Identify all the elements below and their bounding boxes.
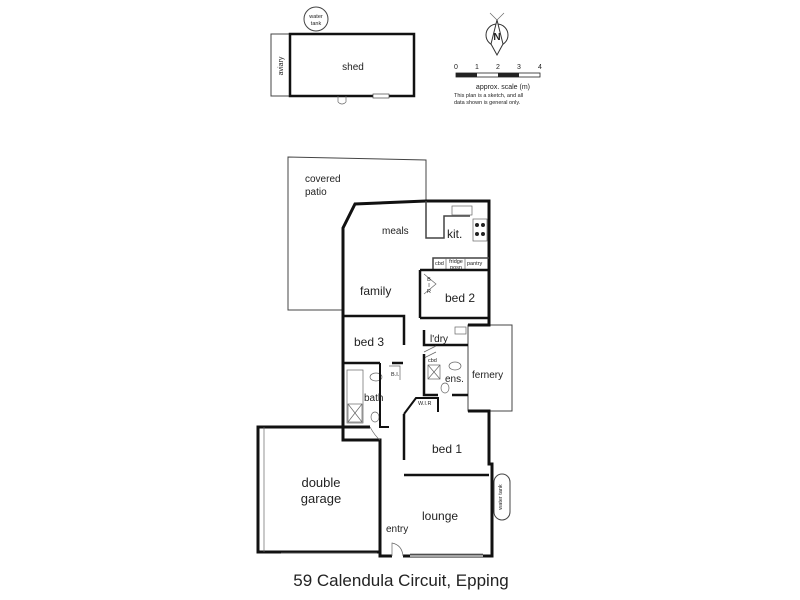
scale-tick-4: 4 (538, 64, 542, 71)
shed-window (372, 93, 390, 99)
fridge-label-2: posn (450, 265, 462, 271)
outbuildings: water tank aviary shed (270, 6, 416, 105)
scale-tick-2: 2 (496, 64, 500, 71)
bath-label: bath (364, 393, 383, 404)
entry-label: entry (386, 524, 408, 535)
bir-label-3: R (427, 289, 431, 295)
bir-label-1: B (427, 277, 431, 283)
internal-walls (343, 201, 489, 557)
water-tank-top-label-1: water (308, 14, 323, 20)
shed-outline (288, 32, 416, 98)
lounge-label: lounge (422, 509, 458, 523)
ensuite-label: ens. (445, 374, 464, 385)
north-arrow: N (485, 12, 509, 57)
bed1-label: bed 1 (432, 442, 462, 456)
garage-label-2: garage (301, 491, 341, 506)
entry-door (391, 542, 404, 557)
shed-label: shed (342, 62, 364, 73)
fernery-outline (467, 324, 513, 412)
bed2-label: bed 2 (445, 291, 475, 305)
water-tank-top-label-2: tank (311, 21, 322, 27)
bath-bir-label: B.I. (391, 372, 400, 378)
scale-bar: 0 1 2 3 4 approx. scale (m) This plan is… (454, 64, 542, 106)
aviary-label: aviary (278, 56, 285, 75)
water-tank-top (303, 6, 329, 32)
ldry-cbd-label: cbd (428, 358, 437, 364)
scale-tick-1: 1 (475, 64, 479, 71)
scale-label: approx. scale (m) (476, 84, 530, 91)
wir-label: W.I.R (418, 401, 431, 407)
bed3-label: bed 3 (354, 335, 384, 349)
shed-door (337, 96, 347, 105)
room-labels: covered patio meals kit. cbd fridge posn… (301, 174, 503, 535)
pantry-label: pantry (467, 261, 483, 267)
kitchen-cbd-label: cbd (435, 261, 444, 267)
ldry-label: l'dry (430, 334, 448, 345)
house: water tank covered patio meals kit. cbd … (256, 156, 513, 558)
scale-tick-3: 3 (517, 64, 521, 71)
kitchen-label: kit. (447, 227, 462, 241)
fernery-label: fernery (472, 370, 503, 381)
water-tank-side (493, 473, 511, 521)
family-label: family (360, 284, 391, 298)
covered-patio-label-2: patio (305, 187, 327, 198)
water-tank-side-label: water tank (498, 484, 504, 511)
garage-label-1: double (301, 475, 340, 490)
house-outer-wall (341, 199, 494, 558)
page-title: 59 Calendula Circuit, Epping (293, 571, 508, 590)
covered-patio-outline (287, 156, 427, 311)
scale-disclaimer-1: This plan is a sketch, and all (454, 93, 523, 99)
meals-label: meals (382, 226, 409, 237)
scale-disclaimer-2: data shown is general only. (454, 100, 521, 106)
scale-tick-0: 0 (454, 64, 458, 71)
north-label: N (493, 32, 500, 43)
covered-patio-label-1: covered (305, 174, 341, 185)
garage-wall (256, 425, 380, 554)
bir-label-2: I (428, 283, 430, 289)
north-chevron-icon (489, 12, 505, 21)
fridge-label-1: fridge (449, 259, 463, 265)
